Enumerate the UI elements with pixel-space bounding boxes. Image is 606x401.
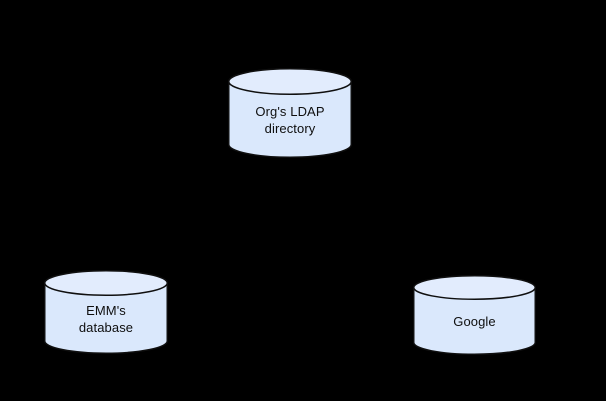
node-ldap-directory[interactable]: Org's LDAP directory <box>227 68 353 158</box>
cylinder-shape-emm <box>43 270 169 354</box>
node-emm-database[interactable]: EMM's database <box>43 270 169 354</box>
node-google[interactable]: Google <box>412 275 537 355</box>
cylinder-top-ellipse-path <box>43 270 169 296</box>
cylinder-shape-ldap <box>227 68 353 158</box>
cylinder-shape-google <box>412 275 537 355</box>
cylinder-top-ellipse-path <box>227 68 353 95</box>
cylinder-top-ellipse-path <box>412 275 537 300</box>
